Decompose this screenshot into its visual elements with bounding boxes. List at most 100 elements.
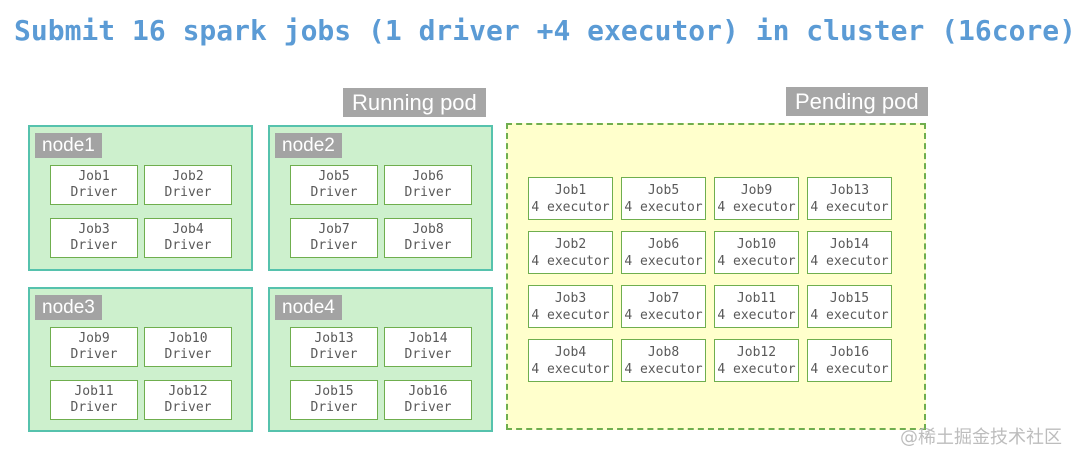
job-role: 4 executor <box>717 307 796 323</box>
executor-box: Job3 4 executor <box>528 285 613 328</box>
job-name: Job1 <box>78 169 110 184</box>
driver-box: Job11 Driver <box>50 380 138 420</box>
job-name: Job12 <box>736 344 777 360</box>
job-name: Job5 <box>318 169 350 184</box>
job-role: Driver <box>164 400 212 415</box>
job-name: Job6 <box>647 236 680 252</box>
job-name: Job4 <box>172 222 204 237</box>
executor-box: Job9 4 executor <box>714 177 799 220</box>
executor-box: Job1 4 executor <box>528 177 613 220</box>
job-name: Job15 <box>314 384 354 399</box>
job-name: Job5 <box>647 182 680 198</box>
job-name: Job3 <box>78 222 110 237</box>
node-box-node3: node3 Job9 Driver Job10 Driver Job11 Dri… <box>28 287 253 432</box>
job-name: Job16 <box>408 384 448 399</box>
job-role: Driver <box>310 347 358 362</box>
job-role: 4 executor <box>810 253 889 269</box>
job-role: Driver <box>310 238 358 253</box>
job-name: Job12 <box>168 384 208 399</box>
job-role: 4 executor <box>810 199 889 215</box>
job-role: 4 executor <box>531 253 610 269</box>
job-name: Job8 <box>647 344 680 360</box>
node-label: node3 <box>35 295 102 320</box>
executor-box: Job15 4 executor <box>807 285 892 328</box>
job-name: Job4 <box>554 344 587 360</box>
executor-box: Job5 4 executor <box>621 177 706 220</box>
job-role: Driver <box>164 185 212 200</box>
watermark: @稀土掘金技术社区 <box>900 427 1062 448</box>
driver-box: Job8 Driver <box>384 218 472 258</box>
driver-box: Job14 Driver <box>384 327 472 367</box>
executor-box: Job2 4 executor <box>528 231 613 274</box>
job-role: Driver <box>164 347 212 362</box>
pending-pod-box: Job1 4 executor Job5 4 executor Job9 4 e… <box>506 123 926 430</box>
job-name: Job1 <box>554 182 587 198</box>
executor-box: Job11 4 executor <box>714 285 799 328</box>
job-role: 4 executor <box>717 361 796 377</box>
node-label: node1 <box>35 133 102 158</box>
driver-box: Job4 Driver <box>144 218 232 258</box>
driver-grid: Job9 Driver Job10 Driver Job11 Driver Jo… <box>50 327 232 420</box>
executor-box: Job8 4 executor <box>621 339 706 382</box>
job-role: 4 executor <box>810 307 889 323</box>
driver-grid: Job1 Driver Job2 Driver Job3 Driver Job4… <box>50 165 232 258</box>
job-name: Job10 <box>736 236 777 252</box>
job-name: Job6 <box>412 169 444 184</box>
job-role: 4 executor <box>624 361 703 377</box>
job-name: Job14 <box>829 236 870 252</box>
node-box-node4: node4 Job13 Driver Job14 Driver Job15 Dr… <box>268 287 493 432</box>
job-role: 4 executor <box>624 253 703 269</box>
job-role: Driver <box>310 185 358 200</box>
running-pod-label: Running pod <box>343 88 486 117</box>
driver-box: Job2 Driver <box>144 165 232 205</box>
job-role: Driver <box>404 185 452 200</box>
executor-box: Job6 4 executor <box>621 231 706 274</box>
executor-box: Job7 4 executor <box>621 285 706 328</box>
executor-box: Job4 4 executor <box>528 339 613 382</box>
executor-box: Job14 4 executor <box>807 231 892 274</box>
executor-box: Job10 4 executor <box>714 231 799 274</box>
node-label: node4 <box>275 295 342 320</box>
node-label: node2 <box>275 133 342 158</box>
job-name: Job9 <box>78 331 110 346</box>
job-role: 4 executor <box>624 199 703 215</box>
executor-box: Job16 4 executor <box>807 339 892 382</box>
job-role: 4 executor <box>717 253 796 269</box>
job-name: Job3 <box>554 290 587 306</box>
job-name: Job16 <box>829 344 870 360</box>
job-role: Driver <box>70 185 118 200</box>
node-box-node1: node1 Job1 Driver Job2 Driver Job3 Drive… <box>28 125 253 271</box>
job-name: Job2 <box>172 169 204 184</box>
driver-box: Job13 Driver <box>290 327 378 367</box>
driver-box: Job1 Driver <box>50 165 138 205</box>
driver-grid: Job5 Driver Job6 Driver Job7 Driver Job8… <box>290 165 472 258</box>
job-role: Driver <box>310 400 358 415</box>
job-role: Driver <box>404 400 452 415</box>
job-name: Job15 <box>829 290 870 306</box>
job-name: Job8 <box>412 222 444 237</box>
job-role: 4 executor <box>531 361 610 377</box>
driver-box: Job3 Driver <box>50 218 138 258</box>
driver-grid: Job13 Driver Job14 Driver Job15 Driver J… <box>290 327 472 420</box>
job-name: Job7 <box>647 290 680 306</box>
job-name: Job10 <box>168 331 208 346</box>
job-role: Driver <box>404 238 452 253</box>
executor-box: Job13 4 executor <box>807 177 892 220</box>
driver-box: Job7 Driver <box>290 218 378 258</box>
job-name: Job13 <box>829 182 870 198</box>
job-name: Job14 <box>408 331 448 346</box>
job-role: Driver <box>70 238 118 253</box>
driver-box: Job12 Driver <box>144 380 232 420</box>
driver-box: Job5 Driver <box>290 165 378 205</box>
job-name: Job11 <box>736 290 777 306</box>
driver-box: Job9 Driver <box>50 327 138 367</box>
executor-box: Job12 4 executor <box>714 339 799 382</box>
job-name: Job2 <box>554 236 587 252</box>
driver-box: Job6 Driver <box>384 165 472 205</box>
job-role: 4 executor <box>531 199 610 215</box>
driver-box: Job15 Driver <box>290 380 378 420</box>
driver-box: Job10 Driver <box>144 327 232 367</box>
job-role: Driver <box>164 238 212 253</box>
job-role: 4 executor <box>717 199 796 215</box>
